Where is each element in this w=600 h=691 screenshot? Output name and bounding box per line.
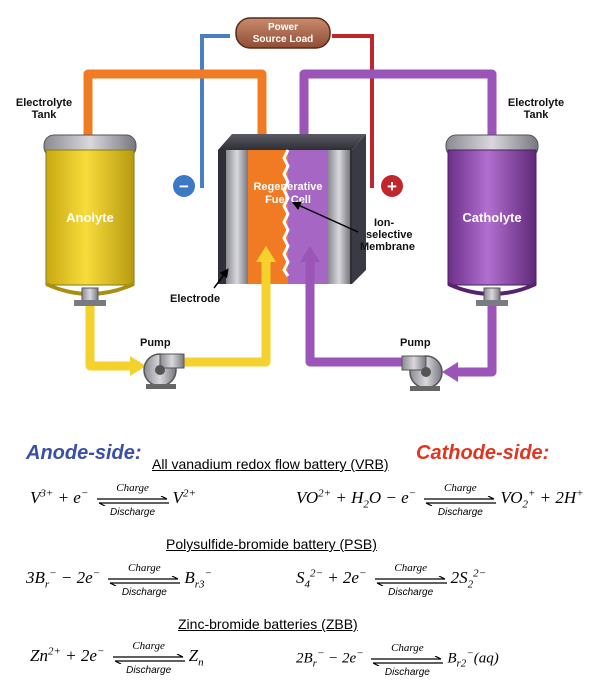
power-source-load: Power Source Load — [235, 17, 331, 49]
discharge-label: Discharge — [388, 587, 434, 598]
discharge-label: Discharge — [121, 587, 167, 598]
equations-panel: Anode-side: Cathode-side: All vanadium r… — [0, 440, 600, 691]
anolyte-supply-pipe — [85, 262, 271, 371]
anode-side-heading: Anode-side: — [26, 442, 142, 464]
membrane-label-line1: Ion- — [374, 217, 394, 229]
reversible-arrow: Charge Discharge — [111, 640, 187, 676]
zbb-cathode-equation: 2Br− − 2e− Charge Discharge Br2−(aq) — [296, 642, 499, 678]
right-pump-inlet-arrow — [442, 362, 458, 382]
anolyte-return-pipe — [83, 69, 267, 160]
minus-sign: − — [179, 177, 189, 196]
discharge-label: Discharge — [126, 665, 172, 676]
charge-label: Charge — [394, 562, 427, 574]
anolyte-tank: Anolyte — [43, 134, 137, 306]
psb-cathode-equation: S42− + 2e− Charge Discharge 2S22− — [296, 562, 487, 598]
charge-label: Charge — [132, 640, 165, 652]
positive-terminal: + — [381, 175, 403, 197]
anode-electrode — [226, 150, 248, 284]
negative-terminal: − — [173, 175, 195, 197]
catholyte-tank: Catholyte — [445, 134, 539, 306]
reversible-arrow: Charge Discharge — [106, 562, 182, 598]
double-arrow-icon — [108, 576, 181, 586]
double-arrow-icon — [371, 656, 444, 666]
electrode-pointer — [213, 268, 229, 289]
catholyte-label: Catholyte — [462, 210, 521, 225]
double-arrow-icon — [374, 576, 447, 586]
catholyte-return-pipe — [299, 69, 497, 160]
positive-wire — [332, 34, 374, 188]
electrode-label: Electrode — [170, 293, 220, 305]
left-pump-inlet-arrow — [130, 356, 146, 376]
catholyte-supply-pipe — [305, 262, 497, 377]
reversible-arrow: Charge Discharge — [422, 482, 498, 518]
membrane-label-line3: Membrane — [360, 241, 415, 253]
right-tank-label-line1: Electrolyte — [508, 97, 564, 109]
charge-label: Charge — [128, 562, 161, 574]
left-pump — [143, 353, 185, 389]
psb-anode-equation: 3Br− − 2e− Charge Discharge Br3− — [26, 562, 212, 598]
charge-label: Charge — [444, 482, 477, 494]
double-arrow-icon — [424, 496, 497, 506]
anolyte-cell-inlet-arrow — [256, 246, 276, 262]
fuel-cell-label-line1: Regenerative — [253, 181, 322, 193]
membrane-label-line2: selective — [366, 229, 412, 241]
psb-title: Polysulfide-bromide battery (PSB) — [166, 536, 377, 552]
ion-selective-membrane — [282, 149, 290, 277]
left-pump-label: Pump — [140, 337, 171, 349]
discharge-label: Discharge — [384, 667, 430, 678]
reversible-arrow: Charge Discharge — [95, 482, 171, 518]
cathode-side-heading: Cathode-side: — [416, 442, 550, 464]
left-tank-label-line2: Tank — [32, 109, 58, 121]
right-pump — [401, 355, 443, 391]
reversible-arrow: Charge Discharge — [373, 562, 449, 598]
right-pump-label: Pump — [400, 337, 431, 349]
left-tank-label-line1: Electrolyte — [16, 97, 72, 109]
zbb-anode-equation: Zn2+ + 2e− Charge Discharge Zn — [30, 640, 204, 676]
right-tank-label-line2: Tank — [524, 109, 550, 121]
flow-battery-diagram: Power Source Load Anolyte Catholyte Rege… — [16, 17, 564, 391]
charge-label: Charge — [116, 482, 149, 494]
vrb-anode-equation: V3+ + e− Charge Discharge V2+ — [30, 482, 196, 518]
catholyte-cell-inlet-arrow — [300, 246, 320, 262]
cathode-electrode — [328, 150, 350, 284]
power-label-line2: Source Load — [253, 34, 314, 45]
reversible-arrow: Charge Discharge — [369, 642, 445, 678]
regenerative-fuel-cell: Regenerative Fuel Cell — [218, 134, 366, 284]
double-arrow-icon — [96, 496, 169, 506]
fuel-cell-label-line2: Fuel Cell — [265, 194, 311, 206]
plus-sign: + — [387, 177, 397, 196]
negative-wire — [200, 34, 230, 188]
zbb-title: Zinc-bromide batteries (ZBB) — [178, 616, 358, 632]
power-label-line1: Power — [268, 22, 298, 33]
vrb-title: All vanadium redox flow battery (VRB) — [152, 456, 389, 472]
anolyte-label: Anolyte — [66, 210, 114, 225]
discharge-label: Discharge — [110, 507, 156, 518]
double-arrow-icon — [112, 654, 185, 664]
discharge-label: Discharge — [437, 507, 483, 518]
membrane-pointer — [291, 201, 359, 233]
vrb-cathode-equation: VO2+ + H2O − e− Charge Discharge VO2+ + … — [296, 482, 584, 518]
charge-label: Charge — [391, 642, 424, 654]
